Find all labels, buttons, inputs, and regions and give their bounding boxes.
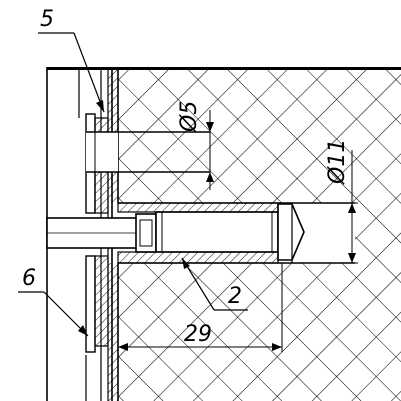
part-5-label: 5 xyxy=(40,7,54,32)
small-hole xyxy=(86,131,210,173)
casing-top-band xyxy=(47,67,401,70)
diameter-small-label: Ø5 xyxy=(177,101,202,133)
bolt-tip xyxy=(277,203,305,261)
diameter-large-label: Ø11 xyxy=(325,139,350,185)
dimension-lines xyxy=(118,110,358,352)
insulation-right xyxy=(355,203,401,263)
hole-wall-lower xyxy=(117,251,279,264)
rod-assembly xyxy=(46,202,355,264)
insulation-upper xyxy=(118,70,401,203)
length-dimension-label: 29 xyxy=(184,322,212,347)
bolt-body xyxy=(155,211,279,253)
plate-lower xyxy=(85,255,96,353)
inner-lining-lower xyxy=(108,263,118,401)
insulation-lower xyxy=(118,263,401,401)
part-2-label: 2 xyxy=(228,284,242,309)
leader-lines xyxy=(18,32,248,337)
hole-wall-upper xyxy=(117,202,279,213)
part-6-label: 6 xyxy=(22,266,36,291)
